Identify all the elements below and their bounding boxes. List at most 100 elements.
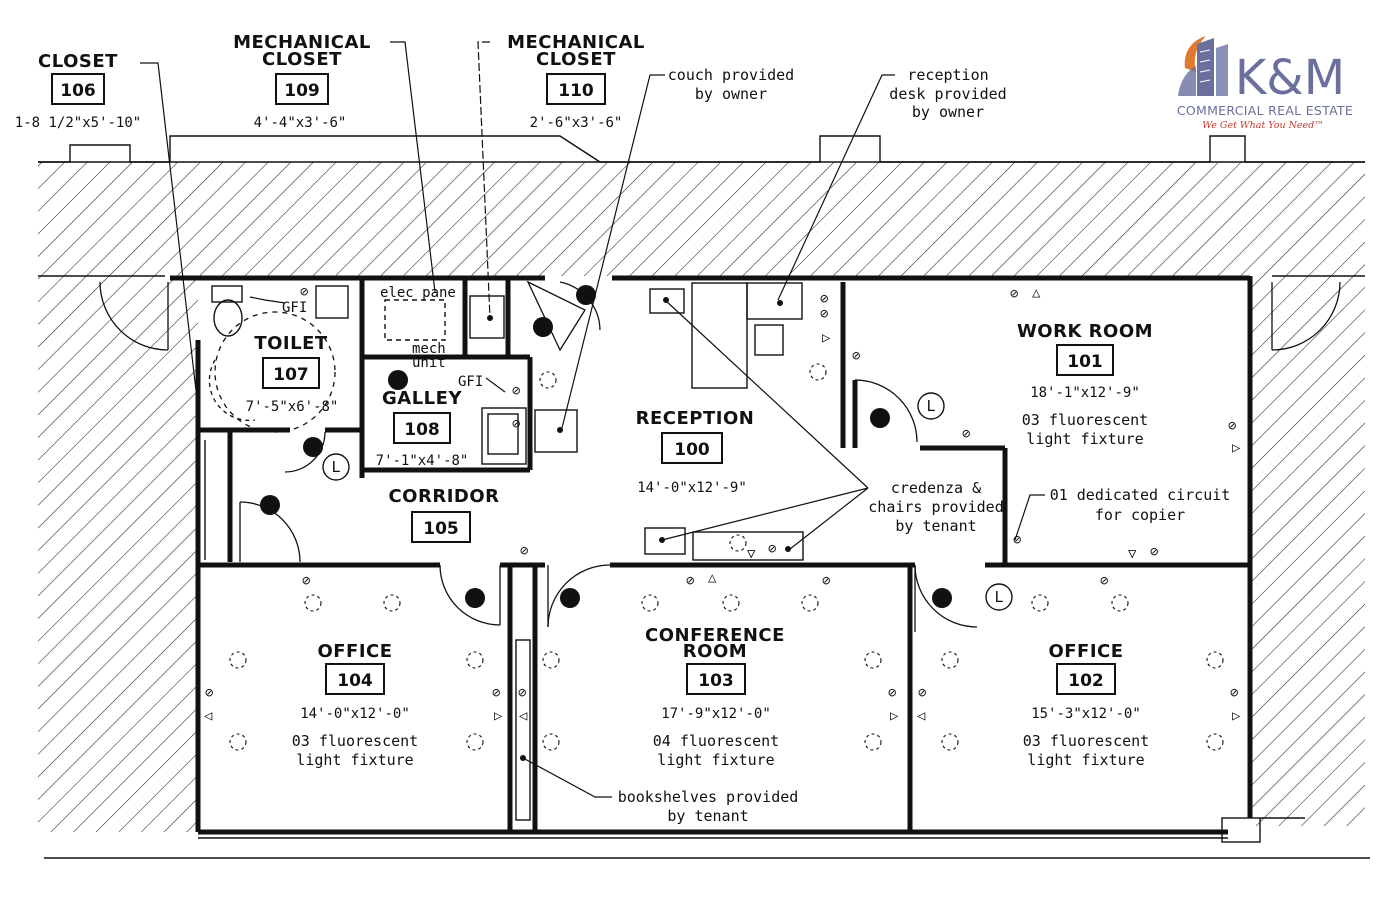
room-dims-102: 15'-3"x12'-0" <box>1031 706 1141 722</box>
logo-name: K&M <box>1235 50 1345 106</box>
room-number-100: 100 <box>674 440 710 460</box>
svg-text:▷: ▷ <box>890 708 899 724</box>
km-logo: K&M COMMERCIAL REAL ESTATE We Get What Y… <box>1177 36 1353 131</box>
room-name-104: OFFICE <box>317 641 392 662</box>
fixtures <box>211 282 804 821</box>
room-name-107: TOILET <box>254 333 328 354</box>
svg-text:⊘: ⊘ <box>686 573 695 589</box>
svg-text:⊘: ⊘ <box>820 306 829 322</box>
doors <box>99 280 1341 632</box>
svg-text:⊘: ⊘ <box>492 685 501 701</box>
note-reception-desk-line3: by owner <box>912 103 984 121</box>
room-number-103: 103 <box>698 671 734 691</box>
room-name-110: MECHANICAL <box>507 32 645 53</box>
room-name-109-line2: CLOSET <box>262 49 342 70</box>
note-reception-desk-line2: desk provided <box>889 85 1006 103</box>
svg-text:⊘: ⊘ <box>888 685 897 701</box>
svg-text:⊘: ⊘ <box>1230 685 1239 701</box>
note-credenza-line1: credenza & <box>891 479 981 497</box>
svg-text:⊘: ⊘ <box>520 543 529 559</box>
svg-text:⊘: ⊘ <box>302 573 311 589</box>
equipment-dots <box>260 285 952 761</box>
svg-text:⊘: ⊘ <box>822 573 831 589</box>
room-note-101-line2: light fixture <box>1026 430 1143 448</box>
exterior-walls <box>38 275 1370 859</box>
svg-text:⊘: ⊘ <box>820 291 829 307</box>
svg-text:▷: ▷ <box>1232 708 1241 724</box>
outlet-symbols: ⊘ ⊘ △ ⊘ ⊘ ▷ ⊘ ⊘ ⊘ ▷ ⊘ ▽ ⊘ ⊘ ⊘ ▽ ⊘ ⊘ △ ⊘ … <box>204 284 1241 724</box>
svg-text:△: △ <box>1032 285 1041 301</box>
svg-text:⊘: ⊘ <box>1228 418 1237 434</box>
svg-text:◁: ◁ <box>519 708 528 724</box>
room-note-102-line2: light fixture <box>1027 751 1144 769</box>
annotations: couch provided by owner reception desk p… <box>282 66 1230 825</box>
room-note-104-line1: 03 fluorescent <box>292 732 418 750</box>
ceiling-lights <box>229 363 1224 751</box>
svg-text:⊘: ⊘ <box>300 284 309 300</box>
hatched-exterior <box>38 135 1365 832</box>
note-circuit-line1: 01 dedicated circuit <box>1050 486 1231 504</box>
note-couch-line2: by owner <box>695 85 767 103</box>
svg-text:⊘: ⊘ <box>512 383 521 399</box>
logo-tagline: We Get What You Need™ <box>1202 120 1324 131</box>
interior-walls <box>198 280 1250 832</box>
lighting-mark: L <box>331 458 340 476</box>
note-couch-line1: couch provided <box>668 66 794 84</box>
room-number-106: 106 <box>60 81 96 101</box>
room-note-103-line1: 04 fluorescent <box>653 732 779 750</box>
note-mech-unit-line1: mech <box>412 341 446 357</box>
svg-text:◁: ◁ <box>917 708 926 724</box>
room-note-104-line2: light fixture <box>296 751 413 769</box>
room-name-105: CORRIDOR <box>388 486 499 507</box>
svg-text:▽: ▽ <box>1128 546 1137 562</box>
note-bookshelves-line2: by tenant <box>667 807 748 825</box>
room-dims-107: 7'-5"x6'-8" <box>246 399 339 415</box>
room-name-110-line2: CLOSET <box>536 49 616 70</box>
svg-text:◁: ◁ <box>204 708 213 724</box>
lighting-markers: L L L <box>322 392 1013 611</box>
note-circuit-line2: for copier <box>1095 506 1185 524</box>
room-name-109: MECHANICAL <box>233 32 371 53</box>
room-name-102: OFFICE <box>1048 641 1123 662</box>
room-number-104: 104 <box>337 671 373 691</box>
room-number-109: 109 <box>284 81 320 101</box>
svg-text:⊘: ⊘ <box>518 685 527 701</box>
note-credenza-line3: by tenant <box>895 517 976 535</box>
svg-text:▷: ▷ <box>1232 440 1241 456</box>
room-number-110: 110 <box>558 81 594 101</box>
svg-text:△: △ <box>708 570 717 586</box>
room-dims-108: 7'-1"x4'-8" <box>376 453 469 469</box>
room-name-100: RECEPTION <box>636 408 755 429</box>
note-bookshelves-line1: bookshelves provided <box>618 788 799 806</box>
room-dims-109: 4'-4"x3'-6" <box>254 115 347 131</box>
note-gfi-galley: GFI <box>458 374 483 390</box>
room-dims-110: 2'-6"x3'-6" <box>530 115 623 131</box>
lighting-mark: L <box>994 588 1003 606</box>
svg-text:⊘: ⊘ <box>1013 532 1022 548</box>
lighting-mark: L <box>926 397 935 415</box>
note-gfi-toilet: GFI <box>282 300 307 316</box>
room-dims-106: 1-8 1/2"x5'-10" <box>15 115 141 131</box>
room-dims-104: 14'-0"x12'-0" <box>300 706 410 722</box>
svg-text:⊘: ⊘ <box>962 426 971 442</box>
room-note-102-line1: 03 fluorescent <box>1023 732 1149 750</box>
room-note-101-line1: 03 fluorescent <box>1022 411 1148 429</box>
svg-text:▷: ▷ <box>494 708 503 724</box>
svg-text:⊘: ⊘ <box>918 685 927 701</box>
room-name-106: CLOSET <box>38 51 118 72</box>
room-name-101: WORK ROOM <box>1017 321 1153 342</box>
room-number-107: 107 <box>273 365 309 385</box>
svg-text:▽: ▽ <box>747 546 756 562</box>
room-name-103-line2: ROOM <box>683 641 747 662</box>
room-dims-103: 17'-9"x12'-0" <box>661 706 771 722</box>
svg-text:⊘: ⊘ <box>768 541 777 557</box>
room-name-108: GALLEY <box>382 388 462 409</box>
svg-text:⊘: ⊘ <box>1010 286 1019 302</box>
room-note-103-line2: light fixture <box>657 751 774 769</box>
leader-lines <box>140 41 1045 798</box>
room-dims-100: 14'-0"x12'-9" <box>637 480 747 496</box>
room-dims-101: 18'-1"x12'-9" <box>1030 385 1140 401</box>
room-number-101: 101 <box>1067 352 1103 372</box>
note-elec-panel: elec pane <box>380 285 456 301</box>
